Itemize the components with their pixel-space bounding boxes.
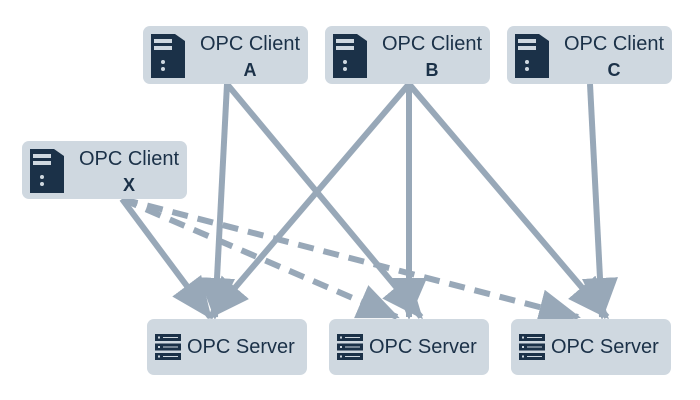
client-title: OPC Client <box>381 33 482 55</box>
client-letter: A <box>243 60 257 80</box>
connection-a-1 <box>199 83 235 320</box>
client-letter: X <box>122 175 135 195</box>
computer-tower-icon <box>151 34 185 78</box>
connection-x-3-dashed <box>121 196 581 325</box>
computer-tower-icon <box>515 34 549 78</box>
computer-tower-icon <box>333 34 367 78</box>
opc-server-2[interactable]: OPC Server <box>329 319 489 375</box>
opc-server-3[interactable]: OPC Server <box>511 319 671 375</box>
opc-client-a[interactable]: OPC Client A <box>143 26 308 84</box>
client-title: OPC Client <box>563 33 664 55</box>
opc-client-c[interactable]: OPC Client C <box>507 26 672 84</box>
connection-c-3 <box>582 83 618 320</box>
opc-client-x[interactable]: OPC Client X <box>22 141 187 199</box>
connection-a-2 <box>224 82 424 320</box>
client-letter: B <box>425 60 439 80</box>
server-rack-icon <box>337 334 363 360</box>
server-title: OPC Server <box>369 335 477 358</box>
server-rack-icon <box>519 334 545 360</box>
opc-server-1[interactable]: OPC Server <box>147 319 307 375</box>
computer-tower-icon <box>30 149 64 193</box>
connection-x-2-dashed <box>120 196 400 320</box>
server-title: OPC Server <box>551 335 659 358</box>
connection-b-1 <box>207 82 412 320</box>
opc-client-b[interactable]: OPC Client B <box>325 26 490 84</box>
client-title: OPC Client <box>199 33 300 55</box>
client-title: OPC Client <box>78 148 179 170</box>
server-rack-icon <box>155 334 181 360</box>
client-letter: C <box>607 60 621 80</box>
connection-x-1 <box>119 197 213 320</box>
connection-b-3 <box>406 82 610 320</box>
server-title: OPC Server <box>187 335 295 358</box>
